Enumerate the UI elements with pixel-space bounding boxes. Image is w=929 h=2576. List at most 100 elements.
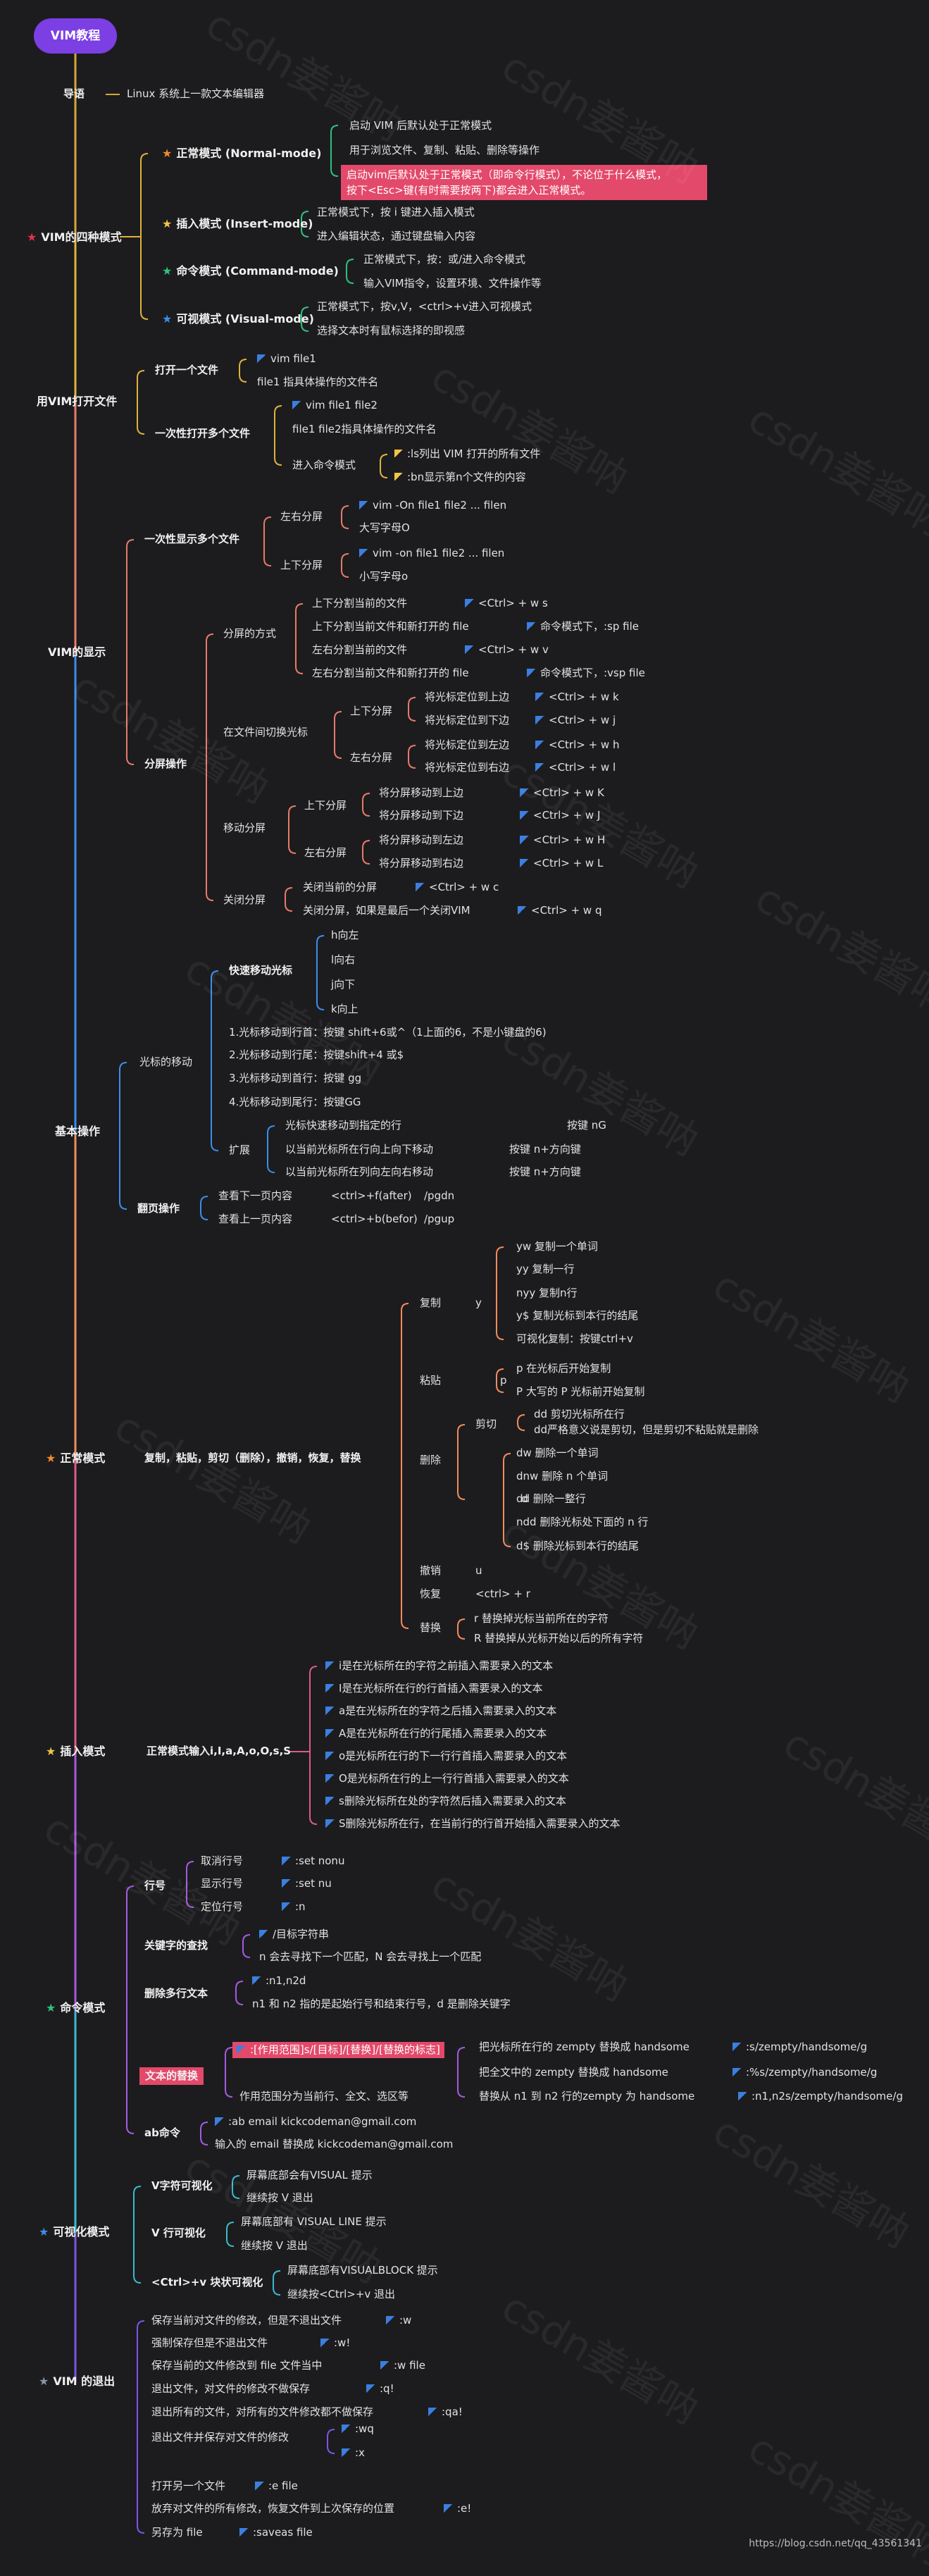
node-command-mode-label: 命令模式 (Command-mode) — [176, 264, 339, 278]
cut-label: 剪切 — [475, 1418, 497, 1430]
split-ways: 分屏的方式 — [223, 627, 277, 640]
subst-row: 把光标所在行的 zempty 替换成 handsome — [479, 2041, 690, 2053]
hjkl-item: j向下 — [331, 978, 356, 991]
node-open-file[interactable]: 用VIM打开文件 — [37, 395, 118, 408]
close-split-key: <Ctrl> + w c — [416, 882, 499, 893]
node-normal-branch[interactable]: 复制，粘贴，剪切（删除），撤销，恢复，替换 — [144, 1451, 361, 1464]
subst-row: 把全文中的 zempty 替换成 handsome — [479, 2066, 668, 2079]
ext-row: 以当前光标所在行向上向下移动 — [285, 1143, 434, 1156]
copy-item: nyy 复制n行 — [516, 1287, 578, 1299]
node-split[interactable]: 分屏操作 — [144, 757, 187, 770]
page-key-2: /pgdn — [424, 1189, 455, 1202]
insert-item: a是在光标所在的字符之后插入需要录入的文本 — [325, 1706, 556, 1716]
node-display-multi[interactable]: 一次性显示多个文件 — [144, 533, 240, 545]
highlight-line-1: 启动vim后默认处于正常模式（即命令行模式），不论位于什么模式， — [347, 168, 668, 181]
node-open-one[interactable]: 打开一个文件 — [155, 364, 219, 376]
star-icon: ★ — [46, 2001, 56, 2014]
flag-icon — [239, 2528, 249, 2537]
flag-icon — [535, 763, 544, 772]
node-basic[interactable]: 基本操作 — [55, 1125, 101, 1138]
close-split-row: 关闭分屏，如果是最后一个关闭VIM — [303, 904, 470, 917]
quit-key-2: :x — [342, 2448, 365, 2458]
node-visual-ops[interactable]: ★可视化模式 — [39, 2227, 109, 2238]
quit-key-text: :q! — [380, 2382, 394, 2395]
flag-icon — [416, 883, 425, 891]
node-page[interactable]: 翻页操作 — [137, 1202, 180, 1215]
quit-row: 放弃对文件的所有修改，恢复文件到上次保存的位置 — [151, 2502, 395, 2515]
ab-b: 输入的 email 替换成 kickcodeman@gmail.com — [215, 2138, 454, 2150]
display-ud-cmd-text: vim -on file1 file2 ... filen — [373, 547, 505, 559]
flag-icon — [292, 401, 301, 409]
node-command-mode[interactable]: ★命令模式 (Command-mode) — [162, 266, 339, 277]
insert-item-text: i是在光标所在的字符之前插入需要录入的文本 — [339, 1659, 554, 1672]
hjkl-item: l向右 — [331, 953, 356, 966]
node-normal-ops[interactable]: ★正常模式 — [46, 1453, 105, 1464]
node-visual-v[interactable]: V字符可视化 — [151, 2179, 213, 2192]
root-node[interactable]: VIM教程 — [34, 18, 117, 54]
flag-icon — [359, 501, 368, 509]
node-delrange[interactable]: 删除多行文本 — [144, 1987, 208, 2000]
node-find[interactable]: 关键字的查找 — [144, 1939, 208, 1952]
flag-icon — [325, 1684, 335, 1692]
flag-icon — [520, 836, 529, 844]
replace-label: 替换 — [420, 1621, 442, 1634]
flag-icon — [257, 354, 266, 363]
cursor-switch-row: 将光标定位到左边 — [425, 738, 510, 751]
quit-key: :w! — [320, 2338, 350, 2348]
ext-key: 按键 nG — [567, 1119, 606, 1132]
paste-item: P 大写的 P 光标前开始复制 — [516, 1385, 645, 1398]
lineno-key: :set nonu — [282, 1856, 344, 1866]
node-ab[interactable]: ab命令 — [144, 2126, 180, 2139]
paste-key: p — [500, 1374, 507, 1387]
open-many-bn-text: :bn显示第n个文件的内容 — [407, 471, 526, 483]
copy-label: 复制 — [420, 1296, 442, 1309]
split-way-key-text: 命令模式下，:vsp file — [540, 667, 645, 679]
flag-icon — [366, 2384, 375, 2393]
insert-item-1: 正常模式下，按 i 键进入插入模式 — [317, 206, 475, 218]
node-insert-ops[interactable]: ★插入模式 — [46, 1746, 105, 1757]
move-split-key-text: <Ctrl> + w H — [533, 834, 606, 846]
node-visual-V[interactable]: V 行可视化 — [151, 2227, 206, 2239]
node-quit[interactable]: ★VIM 的退出 — [39, 2376, 115, 2387]
subst-note: 作用范围分为当前行、全文、选区等 — [239, 2090, 409, 2103]
quit-key: :wq — [342, 2424, 374, 2434]
node-normal-mode[interactable]: ★正常模式 (Normal-mode) — [162, 148, 321, 159]
node-cmd-ops[interactable]: ★命令模式 — [46, 2002, 105, 2014]
quit-key: :e! — [444, 2503, 471, 2514]
node-insert-branch[interactable]: 正常模式输入i,I,a,A,o,O,s,S — [146, 1745, 292, 1757]
node-visual-mode-label: 可视模式 (Visual-mode) — [176, 312, 314, 326]
node-visual-cv[interactable]: <Ctrl>+v 块状可视化 — [151, 2276, 263, 2289]
node-guide[interactable]: 导语 — [63, 87, 85, 100]
node-display[interactable]: VIM的显示 — [48, 645, 106, 659]
watermark: csdn姜酱呐 — [740, 2423, 929, 2575]
star-icon: ★ — [39, 2374, 49, 2388]
highlight-line-2: 按下<Esc>键(有时需要按两下)都会进入正常模式。 — [347, 184, 592, 197]
ab-a-text: :ab email kickcodeman@gmail.com — [228, 2115, 417, 2128]
node-subst[interactable]: 文本的替换 — [139, 2067, 204, 2085]
node-insert-mode[interactable]: ★插入模式 (Insert-mode) — [162, 218, 313, 230]
flag-icon — [394, 473, 403, 481]
split-way-row: 左右分割当前文件和新打开的 file — [312, 667, 469, 679]
node-insert-mode-label: 插入模式 (Insert-mode) — [176, 217, 313, 230]
flag-icon — [732, 2043, 742, 2051]
page-key: <ctrl>+f(after) — [331, 1189, 412, 1202]
node-quick-move[interactable]: 快速移动光标 — [229, 964, 293, 977]
node-modes[interactable]: ★VIM的四种模式 — [27, 232, 122, 243]
open-many-cmd: vim file1 file2 — [292, 400, 378, 411]
copy-item: y$ 复制光标到本行的结尾 — [516, 1309, 639, 1322]
node-lineno[interactable]: 行号 — [144, 1879, 166, 1892]
del-label: 删除 — [420, 1454, 442, 1466]
visual-v-b: 继续按 V 退出 — [247, 2191, 313, 2204]
insert-item: A是在光标所在行的行尾插入需要录入的文本 — [325, 1728, 547, 1739]
node-open-many[interactable]: 一次性打开多个文件 — [155, 427, 251, 440]
node-normal-mode-label: 正常模式 (Normal-mode) — [176, 147, 322, 160]
insert-item-text: o是光标所在行的下一行行首插入需要录入的文本 — [339, 1750, 568, 1762]
quit-key: :q! — [366, 2384, 394, 2394]
redo-label: 恢复 — [420, 1587, 442, 1600]
copy-item: 可视化复制：按键ctrl+v — [516, 1332, 633, 1345]
ab-a: :ab email kickcodeman@gmail.com — [215, 2117, 416, 2127]
find-a-text: /目标字符串 — [273, 1928, 330, 1940]
star-icon: ★ — [162, 217, 173, 230]
node-visual-mode[interactable]: ★可视模式 (Visual-mode) — [162, 314, 314, 325]
footer-url: https://blog.csdn.net/qq_43561341 — [749, 2538, 922, 2549]
